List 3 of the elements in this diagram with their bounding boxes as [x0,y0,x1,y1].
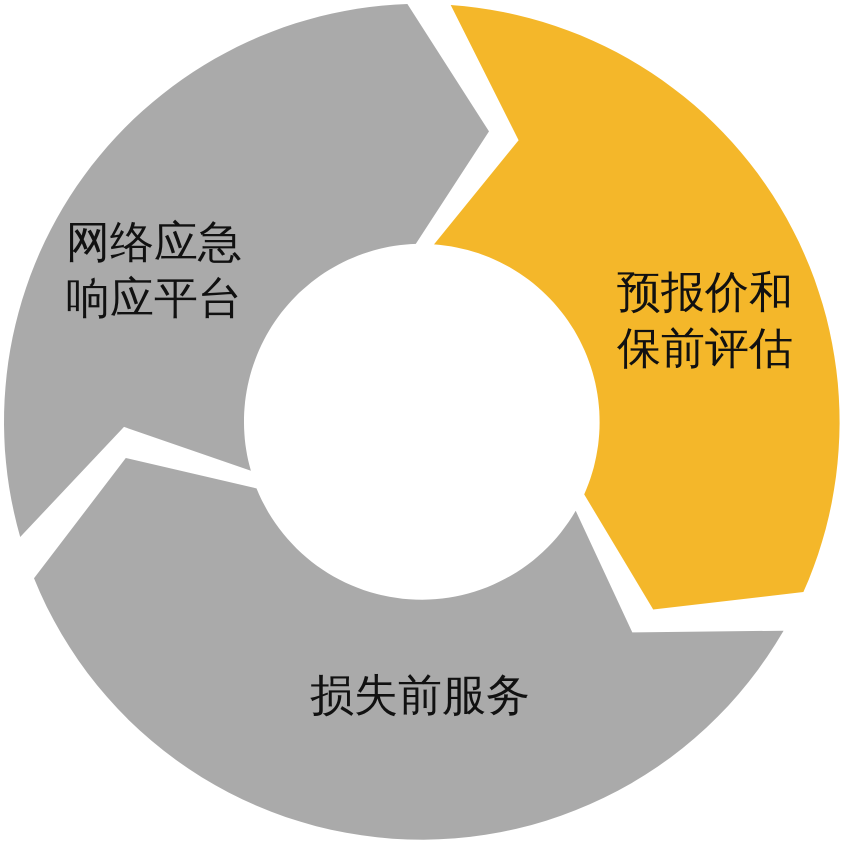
segment-label: 预报价和保前评估 [616,266,794,376]
segment-label: 网络应急响应平台 [66,216,243,326]
segment-label: 损失前服务 [308,668,531,723]
